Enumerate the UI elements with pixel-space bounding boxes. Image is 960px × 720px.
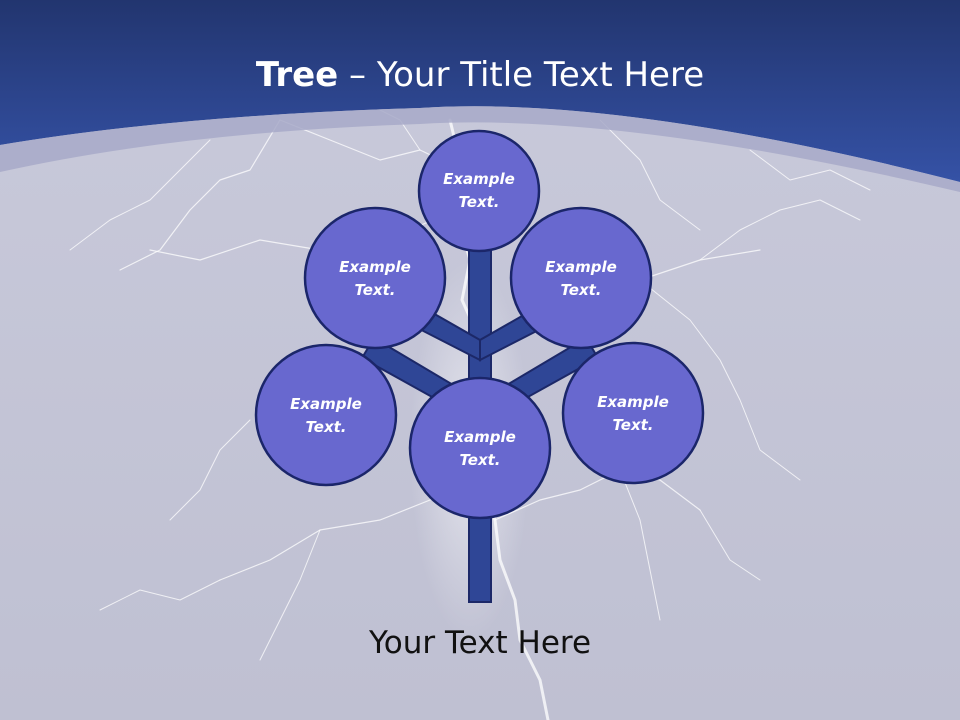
node-label-line2: Text. [305, 418, 347, 436]
node-label-top: Example Text. [424, 168, 534, 214]
node-label-center: Example Text. [425, 426, 535, 472]
slide-title: Tree – Your Title Text Here [0, 50, 960, 100]
node-label-line1: Example [290, 395, 362, 413]
slide-title-rest: Your Title Text Here [376, 55, 705, 95]
node-label-line1: Example [339, 258, 411, 276]
node-label-line1: Example [597, 393, 669, 411]
node-circle-lower-right [561, 341, 705, 485]
node-circle-upper-left [303, 206, 447, 350]
slide-title-bold: Tree [255, 55, 339, 95]
header-band [0, 0, 960, 182]
node-label-line1: Example [443, 170, 515, 188]
node-label-line1: Example [444, 428, 516, 446]
tree-nodes [254, 129, 705, 520]
node-circle-lower-left [254, 343, 398, 487]
node-circle-top [417, 129, 541, 253]
node-label-line2: Text. [459, 451, 501, 469]
node-label-lower-right: Example Text. [578, 391, 688, 437]
node-circle-center [408, 376, 552, 520]
node-label-upper-left: Example Text. [320, 256, 430, 302]
node-label-line2: Text. [354, 281, 396, 299]
node-label-line2: Text. [612, 416, 654, 434]
node-label-line2: Text. [458, 193, 500, 211]
node-circle-upper-right [509, 206, 653, 350]
node-label-lower-left: Example Text. [271, 393, 381, 439]
node-label-line2: Text. [560, 281, 602, 299]
node-label-upper-right: Example Text. [526, 256, 636, 302]
footer-caption: Your Text Here [368, 625, 592, 661]
node-label-line1: Example [545, 258, 617, 276]
header-curve-accent [0, 106, 960, 192]
slide-title-dash: – [338, 55, 377, 95]
